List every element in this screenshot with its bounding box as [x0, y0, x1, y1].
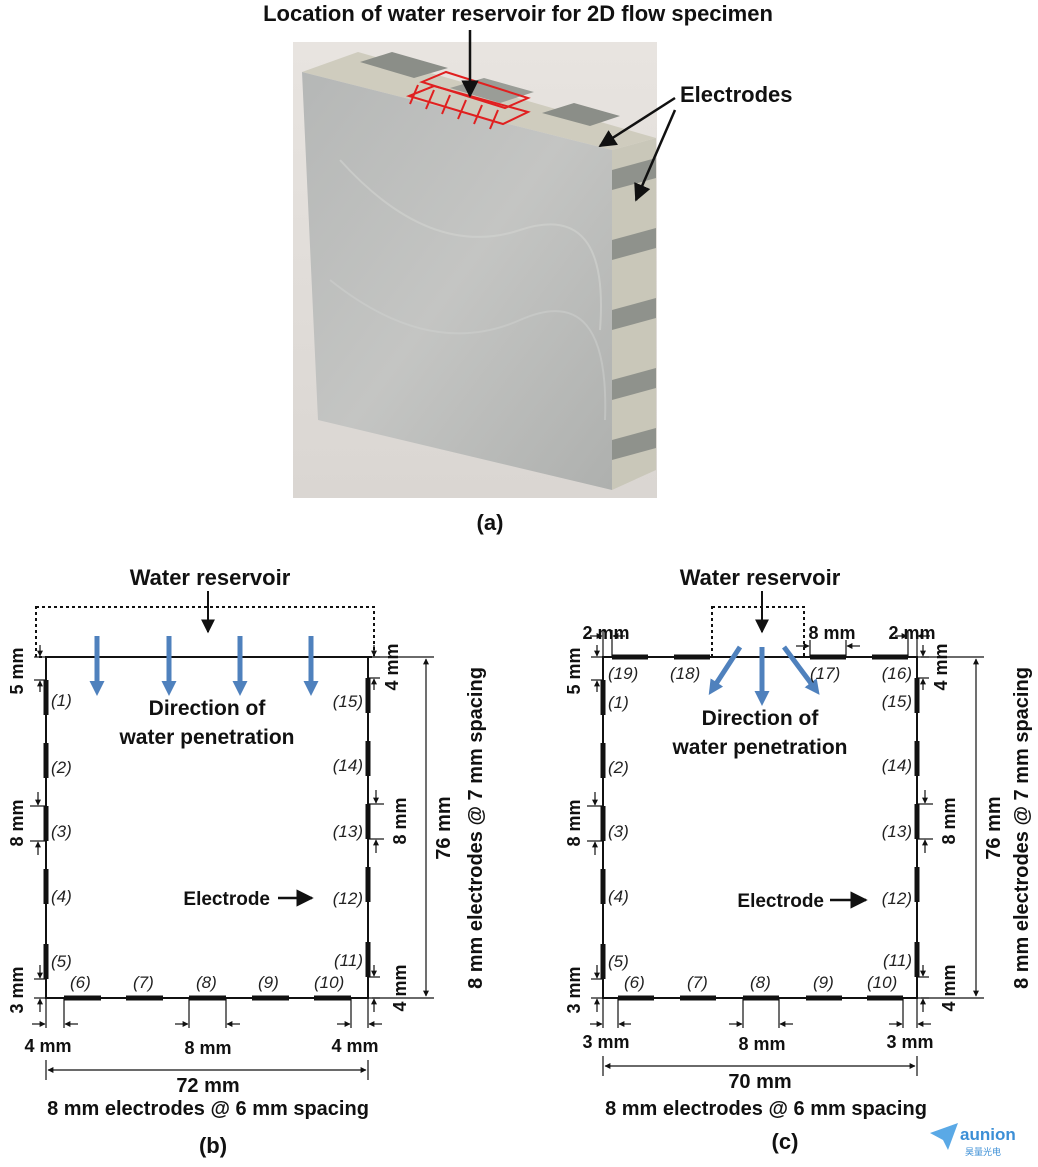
electrode-number-c-17: (17) — [810, 664, 840, 683]
dim-left-mid-b: 8 mm — [7, 799, 27, 846]
diagram-c — [587, 591, 984, 1076]
dim-right-bottom-b: 4 mm — [390, 964, 410, 1011]
flow-arrows-b — [89, 636, 319, 696]
electrode-number-b-4: (4) — [51, 887, 72, 906]
dim-right-mid-c: 8 mm — [939, 797, 959, 844]
electrode-number-c-9: (9) — [813, 973, 834, 992]
dim-bottom-right-c: 3 mm — [886, 1032, 933, 1052]
electrode-number-b-9: (9) — [258, 973, 279, 992]
electrode-number-c-6: (6) — [624, 973, 645, 992]
dim-bottom-left-c: 3 mm — [582, 1032, 629, 1052]
dimension-lines-c — [587, 630, 984, 1076]
electrode-number-b-12: (12) — [333, 889, 363, 908]
height-label-c: 76 mm — [983, 796, 1005, 859]
electrode-number-c-15: (15) — [882, 692, 912, 711]
reservoir-box-c — [711, 606, 805, 658]
electrode-number-b-13: (13) — [333, 822, 363, 841]
electrode-number-c-7: (7) — [687, 973, 708, 992]
dim-bottom-left-b: 4 mm — [24, 1036, 71, 1056]
electrode-number-b-11: (11) — [334, 951, 363, 970]
diagram-b — [30, 591, 434, 1080]
photo-title: Location of water reservoir for 2D flow … — [263, 1, 773, 26]
caption-c: (c) — [772, 1129, 799, 1154]
reservoir-label-b: Water reservoir — [130, 565, 291, 590]
electrode-number-c-16: (16) — [882, 664, 912, 683]
electrodes-label: Electrodes — [680, 82, 793, 107]
watermark-subtext: 昊量光电 — [965, 1146, 1001, 1157]
electrode-number-c-4: (4) — [608, 887, 629, 906]
watermark-text: aunion — [960, 1125, 1016, 1144]
dim-left-top-c: 5 mm — [564, 647, 584, 694]
dim-right-top-c: 4 mm — [931, 643, 951, 690]
electrode-number-b-1: (1) — [51, 691, 72, 710]
bottom-spacing-c: 8 mm electrodes @ 6 mm spacing — [605, 1098, 927, 1120]
reservoir-label-c: Water reservoir — [680, 565, 841, 590]
dim-bottom-mid-c: 8 mm — [738, 1034, 785, 1054]
dim-right-mid-b: 8 mm — [390, 797, 410, 844]
width-label-c: 70 mm — [728, 1071, 791, 1093]
electrode-number-c-14: (14) — [882, 756, 912, 775]
side-spacing-c: 8 mm electrodes @ 7 mm spacing — [1011, 667, 1033, 989]
flow-label-c-1: Direction of — [702, 707, 820, 730]
dim-right-bottom-c: 4 mm — [939, 964, 959, 1011]
electrode-number-c-11: (11) — [883, 951, 912, 970]
electrode-number-c-8: (8) — [750, 973, 771, 992]
electrode-pointer-arrow-top — [598, 96, 676, 148]
reservoir-box-b — [35, 606, 375, 658]
flow-label-b-1: Direction of — [149, 697, 267, 720]
side-electrode-bands — [612, 158, 656, 460]
dim-bottom-right-b: 4 mm — [331, 1036, 378, 1056]
height-label-b: 76 mm — [433, 796, 455, 859]
electrode-number-c-5: (5) — [608, 952, 629, 971]
width-label-b: 72 mm — [176, 1075, 239, 1097]
dim-left-bottom-c: 3 mm — [564, 966, 584, 1013]
dim-left-mid-c: 8 mm — [564, 799, 584, 846]
electrode-number-b-14: (14) — [333, 756, 363, 775]
electrode-number-b-5: (5) — [51, 952, 72, 971]
dimension-lines-b — [30, 645, 434, 1080]
dim-left-top-b: 5 mm — [7, 647, 27, 694]
electrode-number-c-3: (3) — [608, 822, 629, 841]
electrode-number-b-15: (15) — [333, 692, 363, 711]
caption-a: (a) — [477, 510, 504, 535]
electrode-number-b-2: (2) — [51, 758, 72, 777]
electrode-number-b-7: (7) — [133, 973, 154, 992]
dim-bottom-mid-b: 8 mm — [184, 1038, 231, 1058]
dim-left-bottom-b: 3 mm — [7, 966, 27, 1013]
flow-label-c-2: water penetration — [671, 736, 847, 759]
electrode-number-b-6: (6) — [70, 973, 91, 992]
specimen-front-face — [302, 72, 612, 490]
flow-label-b-2: water penetration — [118, 726, 294, 749]
diagram-c-text: Water reservoir Direction of water penet… — [564, 565, 1033, 1154]
dim-top-left-c: 2 mm — [582, 623, 629, 643]
electrode-number-c-2: (2) — [608, 758, 629, 777]
specimen-top-face — [302, 52, 656, 150]
electrode-label-c: Electrode — [737, 891, 824, 912]
reservoir-hatch — [405, 70, 531, 130]
side-spacing-b: 8 mm electrodes @ 7 mm spacing — [465, 667, 487, 989]
electrode-number-c-13: (13) — [882, 822, 912, 841]
electrode-number-c-10: (10) — [867, 973, 897, 992]
electrode-number-b-10: (10) — [314, 973, 344, 992]
dim-top-mid-c: 8 mm — [808, 623, 855, 643]
electrode-number-c-19: (19) — [608, 664, 638, 683]
electrode-number-b-8: (8) — [196, 973, 217, 992]
electrode-number-c-1: (1) — [608, 693, 629, 712]
bottom-spacing-b: 8 mm electrodes @ 6 mm spacing — [47, 1098, 369, 1120]
electrode-pointer-arrow-side — [634, 109, 677, 202]
electrode-number-b-3: (3) — [51, 822, 72, 841]
electrode-number-c-18: (18) — [670, 664, 700, 683]
flow-arrows-c — [708, 645, 820, 706]
dim-right-top-b: 4 mm — [382, 643, 402, 690]
watermark-logo-icon — [930, 1123, 958, 1150]
specimen-photo — [293, 30, 677, 498]
dim-top-right-c: 2 mm — [888, 623, 935, 643]
watermark: aunion 昊量光电 — [930, 1123, 1016, 1157]
caption-b: (b) — [199, 1133, 227, 1158]
electrode-label-b: Electrode — [183, 889, 270, 910]
diagram-b-text: Water reservoir Direction of water penet… — [7, 565, 487, 1158]
electrode-number-c-12: (12) — [882, 889, 912, 908]
